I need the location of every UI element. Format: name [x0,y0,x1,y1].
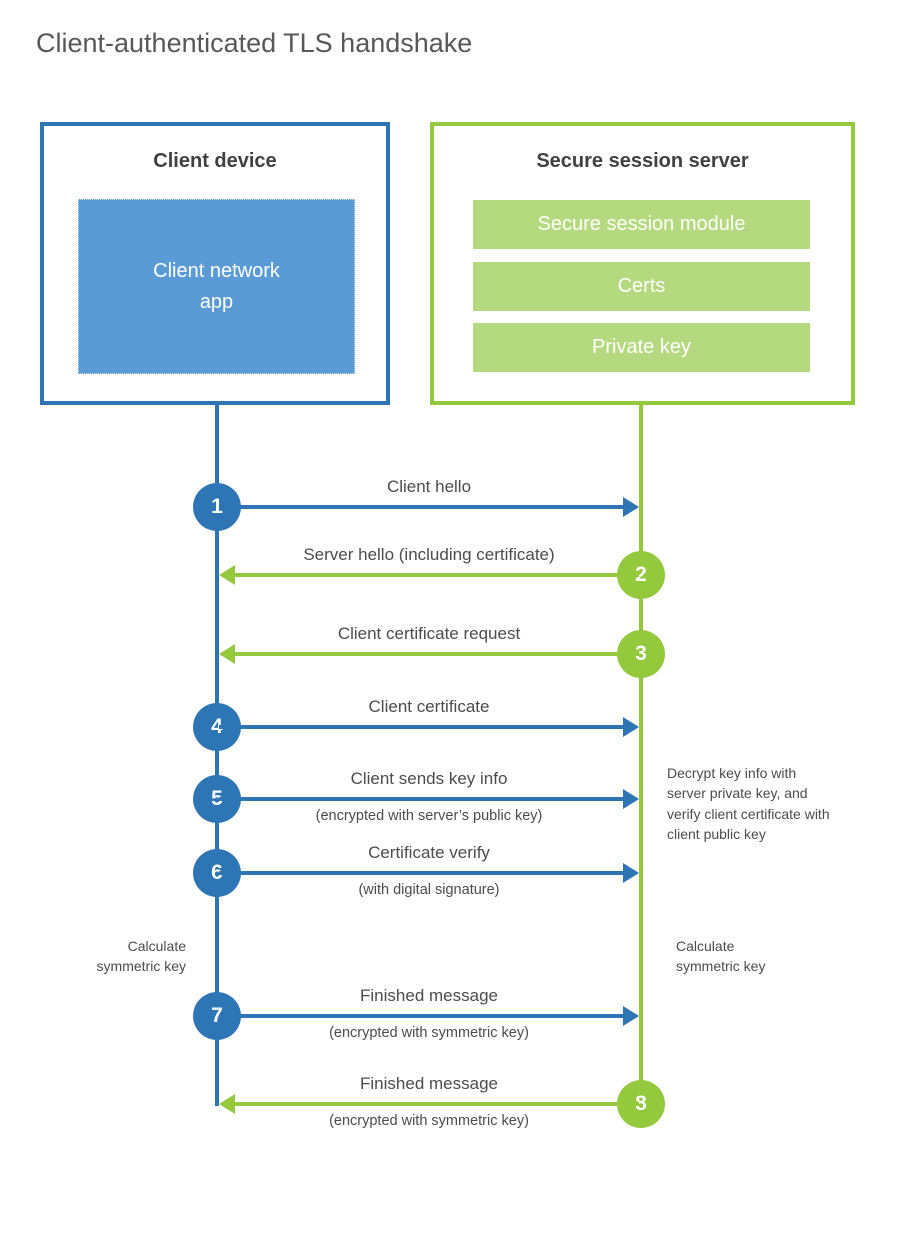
step-4-arrow-head-icon [623,717,639,737]
step-1-arrow-shaft [219,505,623,509]
step-5-sublabel: (encrypted with server’s public key) [315,808,543,824]
client-device-title: Client device [153,150,277,172]
page-title: Client-authenticated TLS handshake [36,28,473,58]
step-5-arrow-shaft [219,797,623,801]
calculate-symmetric-key-client-note: Calculate symmetric key [96,938,186,975]
step-1-label: Client hello [386,477,472,496]
step-5-label: Client sends key info [350,769,508,788]
step-2-arrow-shaft [235,573,639,577]
server-module-secure-session: Secure session module [473,200,810,249]
step-8-arrow-head-icon [219,1094,235,1114]
secure-session-server-title: Secure session server [536,150,749,172]
client-device-box: Client device Client network app [40,122,390,405]
step-6-arrow-head-icon [623,863,639,883]
step-5-arrow-head-icon [623,789,639,809]
step-8-label: Finished message [360,1074,498,1093]
step-7-sublabel: (encrypted with symmetric key) [329,1025,529,1041]
calculate-symmetric-key-server-note: Calculate symmetric key [676,938,766,975]
client-network-app-box: Client network app [78,199,355,374]
step-4-label: Client certificate [368,697,490,716]
step-8-sublabel: (encrypted with symmetric key) [329,1113,529,1129]
server-module-certs: Certs [473,262,810,311]
step-3-arrow-head-icon [219,644,235,664]
step-7-arrow-shaft [219,1014,623,1018]
step-7-arrow-head-icon [623,1006,639,1026]
server-module-private-key: Private key [473,323,810,372]
step-3-arrow-shaft [235,652,639,656]
server-decrypt-note: Decrypt key info with server private key… [667,765,830,842]
step-2-arrow-head-icon [219,565,235,585]
secure-session-server-box: Secure session server Secure session mod… [430,122,855,405]
step-3-label: Client certificate request [337,624,521,643]
client-lifeline [215,405,219,1106]
server-lifeline [639,405,643,1106]
step-1-badge: 1 [193,483,241,531]
step-2-label: Server hello (including certificate) [303,545,555,564]
client-network-app-label: Client network app [153,259,280,313]
step-8-arrow-shaft [235,1102,639,1106]
step-6-arrow-shaft [219,871,623,875]
step-4-arrow-shaft [219,725,623,729]
step-7-label: Finished message [360,986,498,1005]
step-6-label: Certificate verify [368,843,490,862]
step-6-sublabel: (with digital signature) [358,882,500,898]
step-1-arrow-head-icon [623,497,639,517]
